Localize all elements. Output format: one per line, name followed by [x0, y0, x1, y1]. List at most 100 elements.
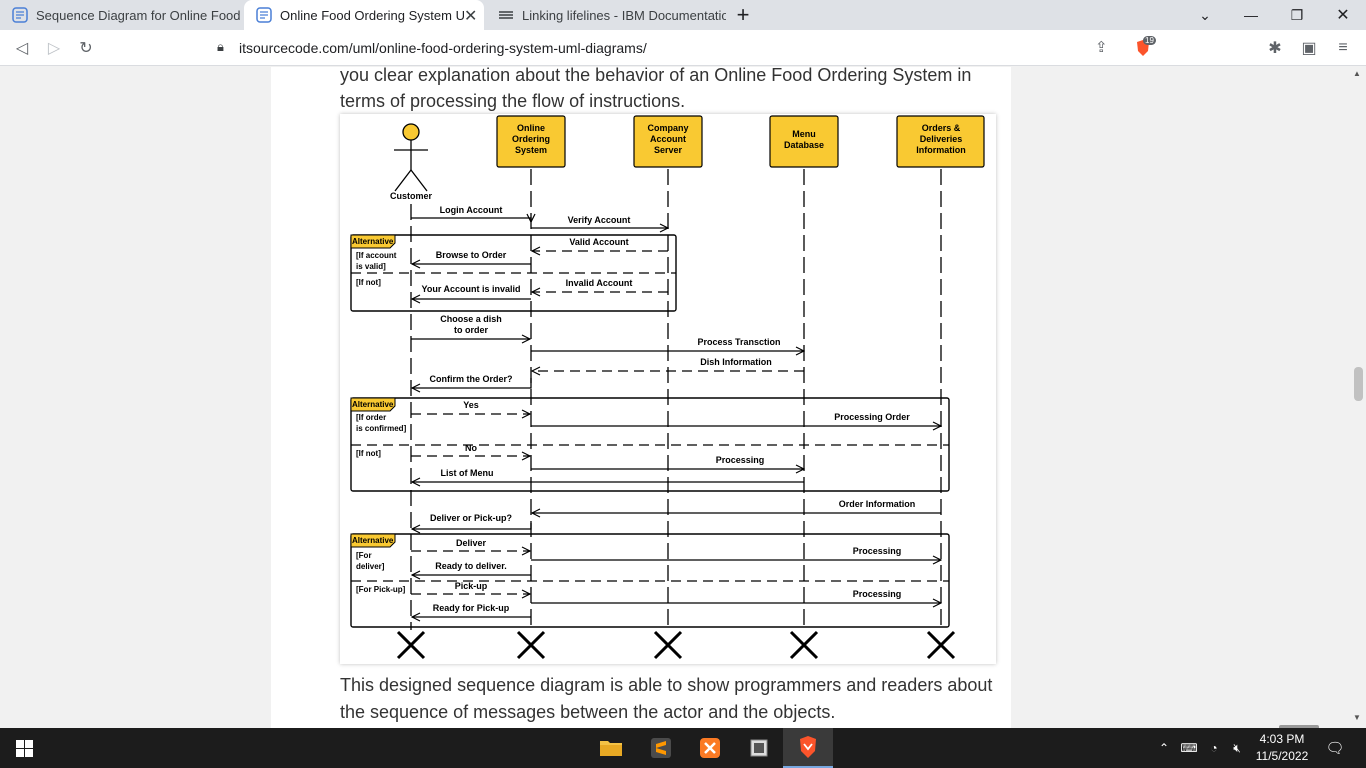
- restore-button[interactable]: ❐: [1290, 6, 1304, 23]
- message-label: Valid Account: [569, 237, 628, 247]
- ibm-favicon-icon: [499, 11, 513, 19]
- network-icon[interactable]: ◔: [1210, 741, 1218, 755]
- xampp-icon[interactable]: [693, 728, 727, 768]
- intro-paragraph-line1: you clear explanation about the behavior…: [340, 67, 972, 85]
- new-tab-button[interactable]: +: [736, 2, 750, 27]
- forward-button[interactable]: ▷: [47, 40, 61, 57]
- message-label: Processing: [853, 546, 902, 556]
- menu-icon[interactable]: ≡: [1338, 39, 1348, 56]
- lock-icon: 🔒︎: [217, 39, 224, 54]
- guard-text: [If not]: [356, 449, 381, 458]
- file-explorer-icon[interactable]: [594, 728, 628, 768]
- page-viewport: you clear explanation about the behavior…: [0, 67, 1350, 728]
- start-button[interactable]: [0, 728, 48, 768]
- guard-text: [For Pick-up]: [356, 585, 406, 594]
- tab-linking-lifelines[interactable]: Linking lifelines - IBM Documentation: [486, 0, 726, 30]
- input-method-icon[interactable]: ⌨: [1180, 741, 1198, 755]
- clock-time: 4:03 PM: [1259, 732, 1305, 746]
- outro-paragraph-line1: This designed sequence diagram is able t…: [340, 675, 993, 695]
- wallet-icon[interactable]: ▣: [1301, 40, 1317, 57]
- guard-text: is valid]: [356, 262, 386, 271]
- reload-button[interactable]: ↻: [79, 40, 93, 57]
- message-label: Pick-up: [455, 581, 488, 591]
- return-messages: [411, 251, 804, 594]
- lifeline-company-account-server: Company Account Server: [633, 115, 703, 168]
- scrollbar-thumb[interactable]: [1354, 367, 1363, 401]
- message-label: List of Menu: [441, 468, 494, 478]
- message-label: Deliver or Pick-up?: [430, 513, 512, 523]
- clock-date: 11/5/2022: [1255, 749, 1309, 763]
- outro-paragraph-line2: the sequence of messages between the act…: [340, 702, 836, 722]
- site-favicon-icon: [12, 7, 28, 23]
- lifeline-label-line: Ordering: [512, 134, 550, 144]
- guard-text: [If order: [356, 413, 386, 422]
- tab-online-food-ordering[interactable]: Online Food Ordering System UM: [244, 0, 484, 30]
- close-tab-icon[interactable]: ✕: [464, 8, 478, 25]
- address-bar[interactable]: 🔒︎ itsourcecode.com/uml/online-food-orde…: [205, 34, 1160, 62]
- lifeline-label-line: Deliveries: [920, 134, 963, 144]
- destruction-marks: [396, 630, 956, 660]
- lifeline-online-ordering-system: Online Ordering System: [496, 115, 566, 168]
- app-window-icon[interactable]: [742, 728, 776, 768]
- lifeline-label-line: Orders &: [922, 123, 961, 133]
- guard-text: [For: [356, 551, 372, 560]
- sequence-diagram-image: Customer Online Ordering System Company …: [340, 114, 996, 664]
- message-label: Ready to deliver.: [435, 561, 507, 571]
- message-label: Browse to Order: [436, 250, 507, 260]
- shields-count-badge: 19: [1143, 36, 1156, 45]
- sync-messages: [411, 218, 941, 617]
- message-label: Choose a dish: [440, 314, 502, 324]
- customer-actor: [394, 123, 428, 192]
- lifeline-label-line: Online: [517, 123, 545, 133]
- minimize-button[interactable]: —: [1244, 7, 1258, 23]
- extensions-icon[interactable]: ✱: [1268, 40, 1282, 57]
- message-label: Processing: [716, 455, 765, 465]
- brave-browser-taskbar-icon[interactable]: [783, 728, 833, 768]
- alt-tag-label: Alternative: [352, 536, 394, 545]
- lifeline-label-line: Company: [647, 123, 688, 133]
- page-scrollbar[interactable]: ▲ ▼: [1350, 67, 1366, 728]
- lifeline-dashes: [410, 169, 942, 630]
- tab-sequence-diagram[interactable]: Sequence Diagram for Online Food O: [0, 0, 242, 30]
- message-label: Invalid Account: [566, 278, 633, 288]
- tab-title: Online Food Ordering System UM: [280, 7, 464, 23]
- scroll-down-arrow-icon[interactable]: ▼: [1353, 713, 1361, 722]
- show-hidden-icons-chevron-icon[interactable]: ⌃: [1158, 741, 1170, 755]
- lifeline-label-line: Information: [916, 145, 966, 155]
- url-text: itsourcecode.com/uml/online-food-orderin…: [239, 40, 647, 56]
- message-label: Process Transction: [697, 337, 780, 347]
- tab-title: Linking lifelines - IBM Documentation: [522, 7, 726, 23]
- intro-paragraph-line2: terms of processing the flow of instruct…: [340, 91, 686, 111]
- windows-taskbar: ⌃ ⌨ ◔ 🔇︎ 4:03 PM 11/5/2022 🗨︎: [0, 728, 1366, 768]
- tab-search-chevron-icon[interactable]: ⌄: [1199, 6, 1211, 23]
- lifeline-orders-deliveries-information: Orders & Deliveries Information: [896, 115, 985, 168]
- volume-muted-icon[interactable]: 🔇︎: [1233, 740, 1241, 755]
- browser-toolbar: ◁ ▷ ↻ 🔒︎ itsourcecode.com/uml/online-foo…: [0, 30, 1366, 66]
- message-label: Ready for Pick-up: [433, 603, 510, 613]
- lifeline-label-line: System: [515, 145, 547, 155]
- site-favicon-icon: [256, 7, 272, 23]
- notifications-icon[interactable]: 🗨︎: [1325, 740, 1345, 757]
- alt-tags: [350, 234, 396, 548]
- message-label: Yes: [463, 400, 479, 410]
- brave-shields-icon[interactable]: 19: [1134, 36, 1156, 57]
- guard-text: [If account: [356, 251, 397, 260]
- close-window-button[interactable]: ✕: [1336, 7, 1350, 24]
- message-label: Your Account is invalid: [421, 284, 520, 294]
- message-label: Processing: [853, 589, 902, 599]
- message-label: No: [465, 443, 477, 453]
- alt-tag-label: Alternative: [352, 237, 394, 246]
- share-icon[interactable]: ⇪: [1095, 39, 1108, 56]
- sublime-text-icon[interactable]: [644, 728, 678, 768]
- actor-label: Customer: [390, 191, 433, 201]
- scroll-up-arrow-icon[interactable]: ▲: [1353, 69, 1361, 78]
- message-label: Dish Information: [700, 357, 772, 367]
- back-button[interactable]: ◁: [15, 40, 29, 57]
- lifeline-label-line: Database: [784, 140, 824, 150]
- lifeline-label-line: Menu: [792, 129, 816, 139]
- message-label: to order: [454, 325, 488, 335]
- alt-tag-label: Alternative: [352, 400, 394, 409]
- scroll-to-top-button[interactable]: ⌃: [1279, 725, 1319, 728]
- fragment-separators: [351, 272, 949, 582]
- system-clock[interactable]: 4:03 PM 11/5/2022: [1250, 731, 1314, 765]
